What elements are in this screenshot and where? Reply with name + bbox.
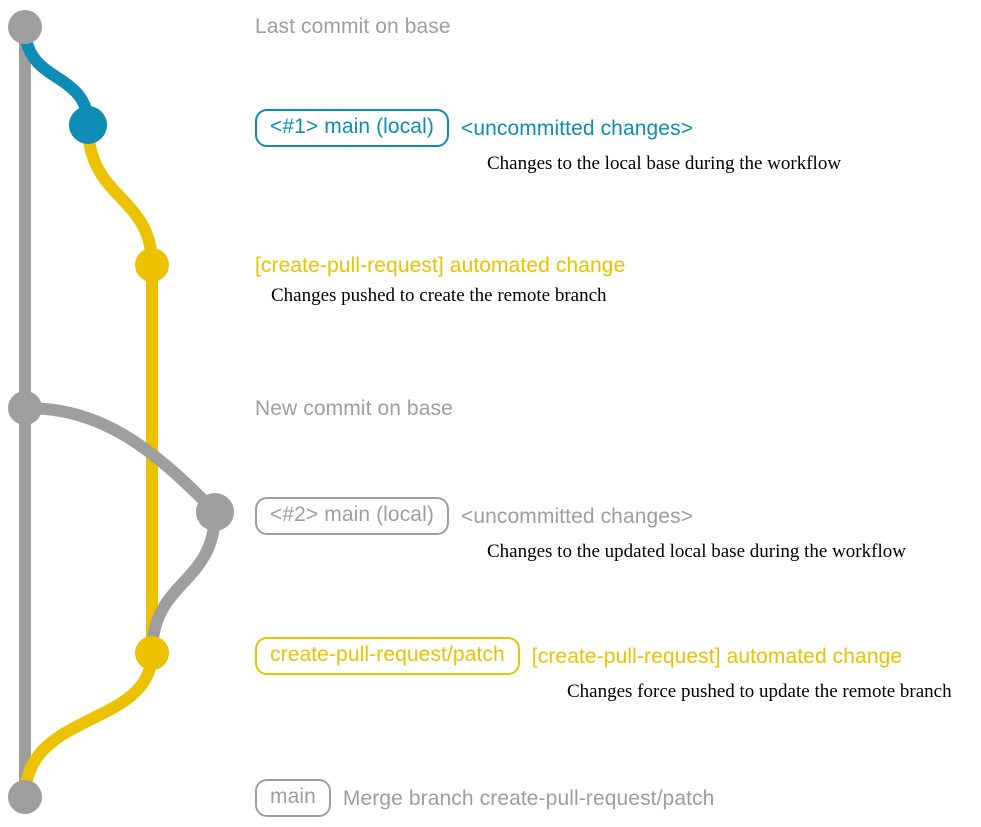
commit-entry-new-commit-on-base: New commit on base [0, 396, 981, 421]
commit-note: Changes to the updated local base during… [487, 541, 906, 562]
commit-subject: [create-pull-request] automated change [255, 254, 626, 277]
commit-entry-automated-change-2: create-pull-request/patch [create-pull-r… [0, 637, 981, 703]
commit-subject: New commit on base [255, 397, 453, 420]
commit-entry-merge-branch: main Merge branch create-pull-request/pa… [0, 779, 981, 817]
commit-note: Changes force pushed to update the remot… [567, 681, 952, 702]
commit-subject: Last commit on base [255, 15, 451, 38]
commit-subject: [create-pull-request] automated change [531, 644, 903, 668]
commit-note: Changes pushed to create the remote bran… [271, 285, 607, 306]
ref-badge-create-pull-request-patch[interactable]: create-pull-request/patch [255, 637, 520, 675]
commit-entry-last-commit-on-base: Last commit on base [0, 14, 981, 39]
commit-entry-local-main-1: <#1> main (local) <uncommitted changes> … [0, 109, 981, 175]
commit-subject: <uncommitted changes> [460, 116, 694, 140]
ref-badge-local-main-2[interactable]: <#2> main (local) [255, 497, 449, 535]
commit-subject: Merge branch create-pull-request/patch [342, 786, 715, 810]
ref-badge-main[interactable]: main [255, 779, 331, 817]
commit-entry-local-main-2: <#2> main (local) <uncommitted changes> … [0, 497, 981, 563]
commit-note: Changes to the local base during the wor… [487, 153, 842, 174]
commit-subject: <uncommitted changes> [460, 504, 694, 528]
commit-entry-automated-change-1: [create-pull-request] automated change C… [0, 253, 981, 307]
ref-badge-local-main-1[interactable]: <#1> main (local) [255, 109, 449, 147]
